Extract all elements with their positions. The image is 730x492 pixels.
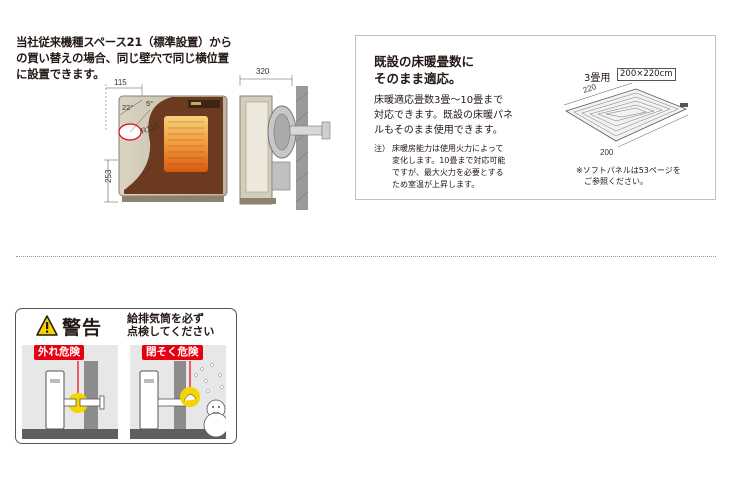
warning-box: 警告 給排気筒を必ず 点検してください 外れ危険 閉そく危険 [15,308,237,444]
disconnect-illustration [22,361,118,439]
floor-panel-diagram: 220 200 [563,82,689,157]
section-divider [16,256,716,257]
panel-body-text: 床暖適応畳数3畳〜10畳まで 対応できます。既設の床暖パネ ルもそのまま使用でき… [374,95,513,136]
hazard-burst [68,393,88,413]
heater-front-diagram: 115 22° 5° R119 253 [104,78,228,203]
dim-115-text: 115 [114,78,127,87]
danger-label-disconnect: 外れ危険 [34,345,84,360]
pipe-icon [79,398,101,407]
blockage-illustration [130,361,226,439]
warning-triangle-icon [36,315,58,336]
size-label: 3畳用 [584,73,611,84]
panel-heading: 既設の床暖畳数に そのまま適応。 [374,54,475,86]
floor-heating-panel: 既設の床暖畳数に そのまま適応。 床暖適応畳数3畳〜10畳まで 対応できます。既… [355,35,716,200]
disconnect-scene-bg [22,345,118,439]
dim-200-text: 200 [600,148,614,157]
exhaust-pipe [289,125,323,136]
warning-message: 給排気筒を必ず 点検してください [127,312,215,338]
heater-side-diagram: 320 [239,67,331,210]
wall-section [296,86,308,210]
dim-220-text: 220 [582,82,598,95]
panel-note: 床暖房能力は使用火力によって 変化します。10畳まで対応可能 ですが、最大火力を… [392,144,506,189]
installation-caption: 当社従来機種スペース21（標準設置）から の買い替えの場合、同じ壁穴で同じ横位置… [16,35,232,81]
flame-window [164,116,208,172]
angle-5-text: 5° [146,99,153,108]
note-marker: 注） [374,144,390,153]
danger-label-blockage: 閉そく危険 [142,345,203,360]
floor-panel-outline [565,88,688,142]
size-box: 200×220cm [617,68,676,81]
angle-22-text: 22° [122,103,133,112]
dim-320-text: 320 [256,67,270,76]
warning-title: 警告 [62,317,103,339]
reference-note: ※ソフトパネルは53ページを ご参照ください。 [576,166,681,186]
dim-253-text: 253 [104,169,113,183]
wall-icon [174,361,186,429]
snowflakes [194,363,224,393]
